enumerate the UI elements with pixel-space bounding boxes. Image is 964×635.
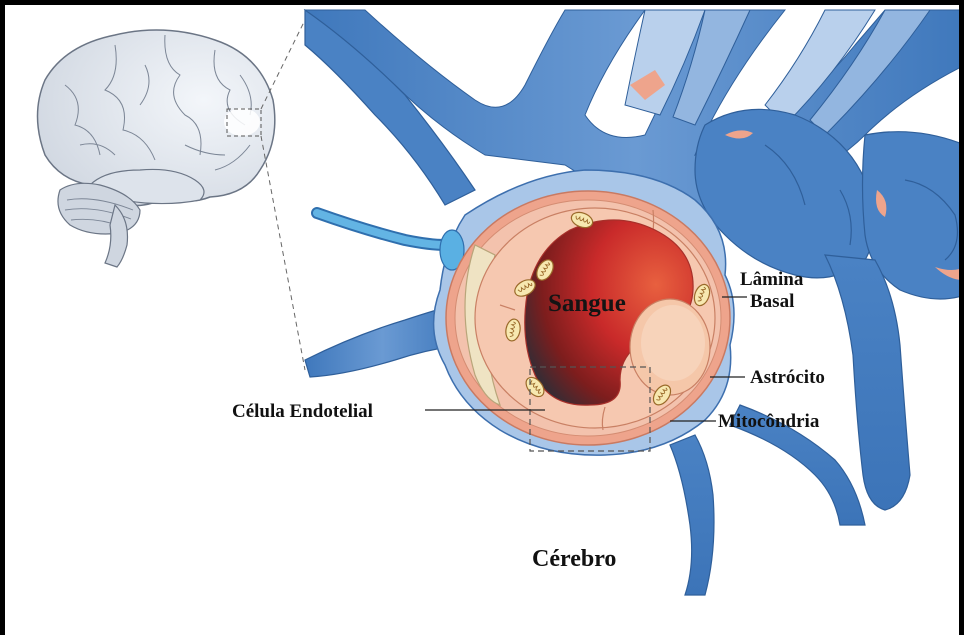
neuron-process [317,213,464,270]
brain-thumbnail [38,20,306,370]
label-endothelial-cell: Célula Endotelial [232,402,373,421]
blood-brain-barrier-illustration [5,5,964,635]
label-basal-lamina-line1: Lâmina [740,270,803,289]
figure-caption-brain: Cérebro [532,547,616,571]
label-basal-lamina-line2: Basal [750,292,794,311]
label-astrocyte: Astrócito [750,368,825,387]
label-mitochondria: Mitocôndria [718,412,819,431]
label-blood: Sangue [548,291,626,316]
